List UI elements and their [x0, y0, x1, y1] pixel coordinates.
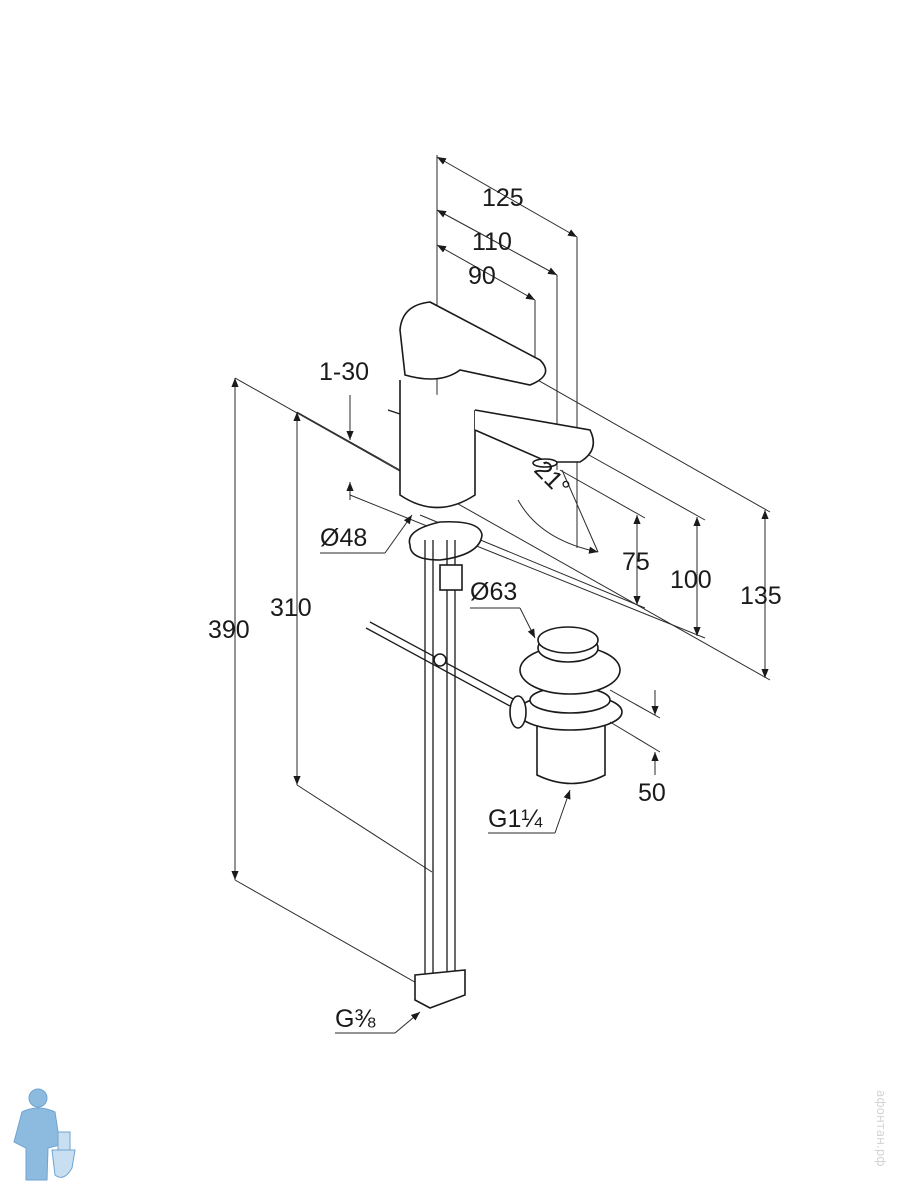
thread-hose: G⅜ [335, 1005, 375, 1033]
dim-1-30: 1-30 [319, 358, 369, 386]
dim-100: 100 [670, 566, 712, 594]
dim-diameter-63: Ø63 [470, 578, 517, 606]
angle-arc [517, 499, 599, 554]
left-dimensions [231, 378, 433, 986]
dim-75: 75 [622, 548, 650, 576]
dim-90: 90 [468, 262, 496, 290]
dim-390: 390 [208, 616, 250, 644]
plumber-logo [13, 1088, 76, 1181]
dim-310: 310 [270, 594, 312, 622]
dim-diameter-48: Ø48 [320, 524, 367, 552]
dim-125: 125 [482, 184, 524, 212]
watermark: афонтан.рф [868, 1090, 892, 1190]
thread-drain: G1¼ [488, 805, 543, 833]
dim-135: 135 [740, 582, 782, 610]
supply-hoses [365, 540, 516, 1009]
faucet [387, 301, 595, 561]
watermark-text: афонтан.рф [874, 1090, 888, 1167]
pop-up-drain [335, 607, 661, 1034]
dim-50: 50 [638, 779, 666, 807]
dim-110: 110 [472, 228, 512, 256]
